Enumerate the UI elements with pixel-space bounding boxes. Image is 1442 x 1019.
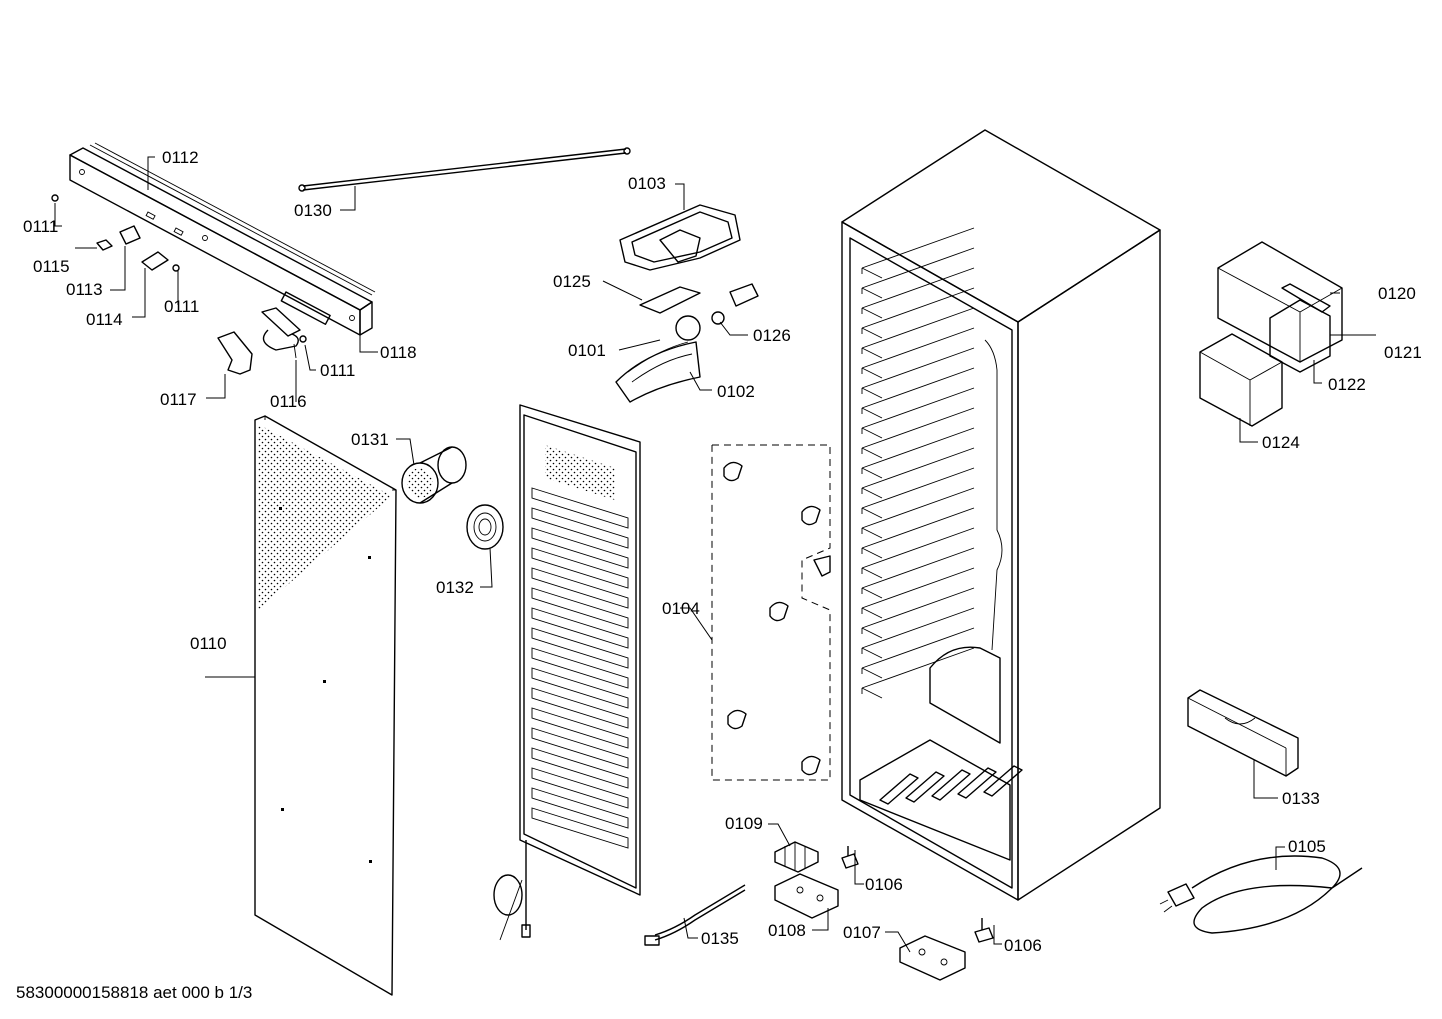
condenser-coil — [531, 687, 629, 729]
part-label-0121[interactable]: 0121 — [1384, 343, 1422, 362]
part-label-0106[interactable]: 0106 — [865, 875, 903, 894]
part-label-0122[interactable]: 0122 — [1328, 375, 1366, 394]
part-label-0116[interactable]: 0116 — [270, 392, 307, 411]
condenser-coil — [531, 647, 629, 689]
condenser-coil — [531, 527, 629, 569]
part-label-0110[interactable]: 0110 — [190, 634, 227, 653]
cabinet-shelf-rail — [861, 327, 975, 379]
knob-drawing — [401, 446, 467, 504]
cabinet-shelf-rail — [861, 447, 975, 499]
part-label-0118[interactable]: 0118 — [380, 343, 417, 362]
part-label-0105[interactable]: 0105 — [1288, 837, 1326, 856]
cabinet-floor-rib — [957, 767, 997, 799]
cabinet-floor-rib — [905, 771, 945, 803]
condenser-coil — [531, 787, 629, 829]
cabinet-shelf-rail — [861, 627, 975, 679]
condenser-coil — [531, 667, 629, 709]
cabinet-shelf-rail — [861, 587, 975, 639]
cabinet-floor-rib — [931, 769, 971, 801]
cabinet-floor-rib — [983, 765, 1023, 797]
badge-drawing — [466, 504, 504, 550]
fridge-cabinet-drawing — [841, 129, 1161, 901]
cabinet-shelf-rail — [861, 487, 975, 539]
part-label-0117[interactable]: 0117 — [160, 390, 197, 409]
condenser-coil — [531, 767, 629, 809]
part-label-0135[interactable]: 0135 — [701, 929, 739, 948]
part-label-0104[interactable]: 0104 — [662, 599, 700, 618]
cabinet-shelf-rail — [861, 287, 975, 339]
part-label-0115[interactable]: 0115 — [33, 257, 70, 276]
part-label-0125[interactable]: 0125 — [553, 272, 591, 291]
part-label-0130[interactable]: 0130 — [294, 201, 332, 220]
power-cord-drawing — [1159, 855, 1363, 934]
part-label-0111[interactable]: 0111 — [23, 217, 58, 236]
lamp-housing-drawing — [615, 204, 759, 403]
part-label-0106[interactable]: 0106 — [1004, 936, 1042, 955]
small-clips-drawing — [51, 194, 307, 343]
part-label-0112[interactable]: 0112 — [162, 148, 199, 167]
cabinet-shelf-rail — [861, 567, 975, 619]
part-label-0103[interactable]: 0103 — [628, 174, 666, 193]
top-tube-drawing — [298, 147, 631, 192]
cabinet-shelf-rail — [861, 467, 975, 519]
cabinet-shelf-rail — [861, 407, 975, 459]
cable-drawing — [644, 884, 746, 946]
electronics-cover-drawing — [1199, 241, 1343, 427]
condenser-coil — [531, 627, 629, 669]
cabinet-shelf-rail — [861, 527, 975, 579]
part-label-0126[interactable]: 0126 — [753, 326, 791, 345]
condenser-coil — [531, 547, 629, 589]
part-label-0102[interactable]: 0102 — [717, 382, 755, 401]
part-label-0132[interactable]: 0132 — [436, 578, 474, 597]
part-label-0101[interactable]: 0101 — [568, 341, 606, 360]
condenser-coil — [531, 707, 629, 749]
drawing-reference: 58300000158818 aet 000 b 1/3 — [16, 983, 252, 1002]
door-panel-drawing — [254, 415, 397, 996]
hinge-bracket-drawing — [217, 307, 301, 375]
condenser-coil — [531, 567, 629, 609]
cabinet-shelf-rail — [861, 427, 975, 479]
cabinet-floor-rib — [879, 773, 919, 805]
condenser-panel-drawing — [493, 404, 641, 941]
part-labels: 0112 0111 0115 0113 0114 0111 0118 0111 … — [23, 148, 1422, 955]
cabinet-shelf-rail — [861, 607, 975, 659]
part-label-0111[interactable]: 0111 — [164, 297, 199, 316]
cabinet-shelf-rail — [861, 307, 975, 359]
part-label-0108[interactable]: 0108 — [768, 921, 806, 940]
tray-drawing — [1187, 689, 1299, 777]
condenser-coil — [531, 807, 629, 849]
top-rail-drawing — [69, 142, 376, 336]
cabinet-shelf-rail — [861, 267, 975, 319]
condenser-coil — [531, 587, 629, 629]
hinge-group-drawing — [711, 444, 831, 781]
part-label-0109[interactable]: 0109 — [725, 814, 763, 833]
condenser-coil — [531, 487, 629, 529]
cabinet-shelf-rail — [861, 387, 975, 439]
part-label-0124[interactable]: 0124 — [1262, 433, 1300, 452]
cabinet-shelf-rail — [861, 227, 975, 279]
part-label-0133[interactable]: 0133 — [1282, 789, 1320, 808]
part-label-0114[interactable]: 0114 — [86, 310, 123, 329]
cabinet-shelf-rail — [861, 507, 975, 559]
part-label-0120[interactable]: 0120 — [1378, 284, 1416, 303]
condenser-coil — [531, 747, 629, 789]
part-label-0111[interactable]: 0111 — [320, 361, 355, 380]
leader-lines — [54, 156, 1376, 953]
cabinet-shelf-rail — [861, 247, 975, 299]
cabinet-shelf-rail — [861, 347, 975, 399]
condenser-coil — [531, 507, 629, 549]
cabinet-shelf-rail — [861, 367, 975, 419]
foot-parts-drawing — [774, 841, 994, 981]
cabinet-shelf-rail — [861, 647, 975, 699]
condenser-coil — [531, 607, 629, 649]
part-label-0107[interactable]: 0107 — [843, 923, 881, 942]
condenser-coil — [531, 727, 629, 769]
cabinet-shelf-rail — [861, 547, 975, 599]
part-label-0131[interactable]: 0131 — [351, 430, 389, 449]
part-label-0113[interactable]: 0113 — [66, 280, 103, 299]
